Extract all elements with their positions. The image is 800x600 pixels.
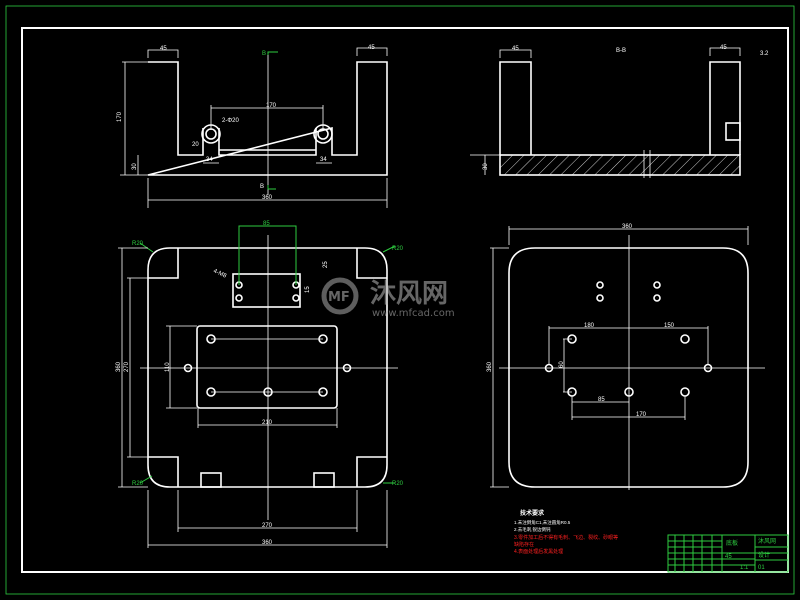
title-material: 45 — [725, 554, 732, 560]
title-drawing-no: 01 — [758, 565, 765, 571]
technical-notes: 技术要求 1.未注倒角C1,未注圆角R0.5 2.去毛刺,锐边倒钝 3.零件加工… — [514, 509, 618, 555]
note-red-line: 4.表面处理后发黑处理 — [514, 548, 563, 555]
bottom-dim-width: 360 — [622, 224, 633, 230]
note-red-line: 3.零件加工后不得有毛刺、飞边、裂纹、砂眼等 — [514, 534, 618, 541]
dim-hole-note: 2-Φ20 — [222, 118, 239, 124]
roughness-symbol: 3.2 — [760, 51, 769, 57]
plan-view: 85 210 270 360 360 270 110 15 25 4-M8 R2… — [116, 221, 404, 548]
side-dim-left: 45 — [512, 46, 519, 52]
bottom-dim-lower: 85 — [598, 397, 605, 403]
dim-base: 30 — [132, 163, 138, 170]
section-mark-bottom: B — [260, 184, 264, 190]
note-line: 1.未注倒角C1,未注圆角R0.5 — [514, 519, 571, 526]
bottom-dim-v: 60 — [559, 361, 565, 368]
dim-depth: 20 — [192, 142, 199, 148]
dim-hole-w2: 34 — [320, 157, 327, 163]
note-red-line: 缺陷存在 — [514, 541, 534, 548]
notes-title: 技术要求 — [520, 509, 545, 517]
plan-dim-inner-height: 110 — [165, 362, 171, 372]
svg-text:MF: MF — [328, 290, 350, 305]
bottom-dim-lower2: 170 — [636, 412, 647, 418]
title-designer: 设计 — [758, 551, 770, 559]
watermark: MF 沐风网 www.mfcad.com — [321, 277, 455, 319]
plan-dim-top: 85 — [263, 221, 270, 227]
side-dim-height: 30 — [483, 163, 489, 170]
front-view: 45 45 170 360 34 34 2-Φ20 20 170 30 B B — [117, 45, 388, 208]
title-block: 底板 沐风网 设计 01 45 1:1 — [667, 534, 789, 573]
inner-frame — [21, 27, 789, 573]
title-company: 沐风网 — [758, 537, 776, 545]
plan-dim-height-outer: 360 — [116, 361, 122, 372]
outer-frame — [5, 5, 795, 595]
radius-top-right: R20 — [392, 246, 404, 252]
plan-hole-note: 4-M8 — [212, 268, 228, 279]
side-view: 45 45 B-B 3.2 30 — [470, 45, 769, 178]
section-label: B-B — [616, 48, 626, 54]
radius-bottom-right: R20 — [392, 481, 404, 487]
plan-holes — [183, 281, 352, 397]
plan-dim-total: 360 — [262, 540, 273, 546]
plan-dim-bottom: 270 — [262, 523, 273, 529]
note-line: 2.去毛刺,锐边倒钝 — [514, 526, 551, 533]
dim-hole-w1: 34 — [206, 157, 213, 163]
dim-right-width: 45 — [368, 45, 375, 51]
bottom-dim-right: 150 — [664, 323, 675, 329]
plan-dim-height-inner: 270 — [124, 361, 130, 372]
title-scale: 1:1 — [740, 565, 749, 571]
watermark-brand: 沐风网 — [370, 279, 448, 309]
dim-total: 360 — [262, 195, 273, 201]
side-dim-right: 45 — [720, 45, 727, 51]
bottom-view: 360 360 180 150 85 170 60 — [487, 224, 765, 490]
bottom-dim-height: 360 — [487, 361, 493, 372]
dim-left-width: 45 — [160, 46, 167, 52]
dim-height: 170 — [117, 111, 123, 122]
title-part-name: 底板 — [726, 539, 738, 547]
plan-dim-small: 15 — [305, 286, 311, 293]
plan-dim-inner: 210 — [262, 420, 273, 426]
watermark-logo-icon — [321, 277, 359, 315]
watermark-url: www.mfcad.com — [372, 308, 455, 319]
plan-dim-small2: 25 — [323, 261, 329, 268]
bottom-dim-left: 180 — [584, 323, 595, 329]
dim-span: 170 — [266, 103, 277, 109]
radius-bottom-left: R20 — [132, 481, 144, 487]
radius-top-left: R20 — [132, 241, 144, 247]
section-mark-top: B — [262, 51, 266, 57]
